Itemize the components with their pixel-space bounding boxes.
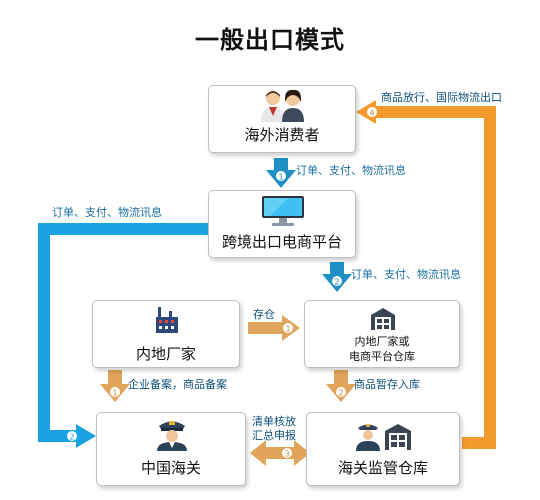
consumer-label: 海外消费者 [244, 126, 320, 144]
step-badge-platform-warehouse: 2 [331, 275, 343, 287]
people-icon [261, 89, 304, 122]
svg-text:1: 1 [278, 173, 283, 182]
bonded-node: 海关监管仓库 [306, 412, 460, 486]
consumer-node: 海外消费者 [208, 85, 356, 153]
customs-bonded-arrow-right [294, 440, 310, 466]
svg-text:2: 2 [338, 389, 343, 398]
svg-text:2: 2 [334, 278, 339, 287]
platform-node: 跨境出口电商平台 [208, 190, 356, 258]
step-badge-platform-customs: 2 [66, 430, 78, 442]
customs-node: 中国海关 [96, 412, 246, 486]
factory-node: 内地厂家 [92, 300, 240, 368]
platform-label: 跨境出口电商平台 [221, 233, 342, 251]
step-badge-warehouse-bonded: 2 [335, 386, 347, 398]
bonded-to-consumer-line [374, 106, 496, 449]
svg-text:2: 2 [69, 433, 74, 442]
factory-to-customs-label: 企业备案，商品备案 [128, 378, 227, 391]
step-badge-consumer-platform: 1 [275, 170, 287, 182]
page-title: 一般出口模式 [195, 26, 345, 54]
svg-text:1: 1 [285, 325, 290, 334]
step-badge-factory-customs: 1 [109, 386, 121, 398]
step-badge-customs-bonded: 3 [281, 447, 293, 459]
warehouse-to-bonded-label: 商品暂存入库 [354, 378, 420, 391]
step-badge-bonded-consumer: 4 [366, 106, 378, 118]
step-badge-factory-warehouse: 1 [282, 322, 294, 334]
warehouse-label-line2: 电商平台仓库 [349, 350, 415, 363]
svg-text:1: 1 [112, 389, 117, 398]
factory-label: 内地厂家 [135, 345, 196, 363]
consumer-to-platform-label: 订单、支付、物流讯息 [296, 164, 406, 177]
customs-bonded-arrow-left [250, 440, 266, 466]
platform-to-customs-arrowhead [76, 424, 96, 448]
platform-to-warehouse-label: 订单、支付、物流讯息 [351, 268, 461, 281]
warehouse-icon [371, 308, 395, 330]
officer-warehouse-icon [356, 424, 411, 451]
warehouse-node: 内地厂家或 电商平台仓库 [304, 300, 460, 368]
monitor-icon [262, 196, 304, 226]
platform-to-customs-label: 订单、支付、物流讯息 [52, 206, 162, 219]
customs-label: 中国海关 [140, 459, 201, 477]
platform-to-customs-line [38, 223, 212, 442]
factory-icon [156, 307, 178, 333]
bonded-label: 海关监管仓库 [337, 459, 428, 477]
customs-officer-icon [157, 421, 187, 451]
svg-text:3: 3 [284, 450, 289, 459]
svg-text:4: 4 [369, 109, 374, 118]
customs-bonded-label-line2: 汇总申报 [252, 429, 296, 442]
warehouse-label-line1: 内地厂家或 [354, 335, 410, 348]
bonded-to-consumer-label: 商品放行、国际物流出口 [381, 91, 502, 104]
customs-bonded-label-line1: 清单核放 [252, 415, 296, 428]
factory-to-warehouse-label: 存仓 [253, 308, 275, 321]
